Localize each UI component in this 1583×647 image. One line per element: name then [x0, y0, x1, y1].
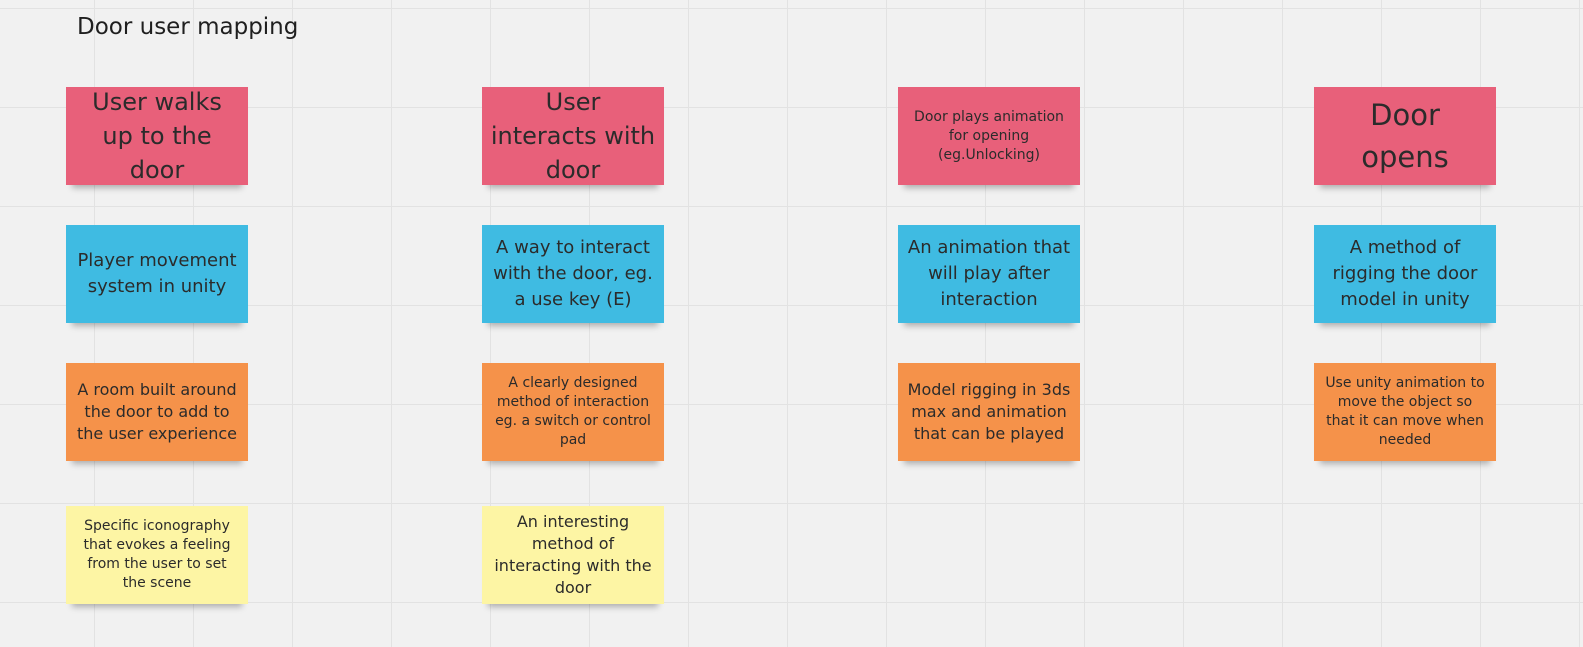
sticky-note-need-rigging[interactable]: A method of rigging the door model in un… — [1314, 225, 1496, 323]
sticky-note-design-room[interactable]: A room built around the door to add to t… — [66, 363, 248, 461]
board-title: Door user mapping — [77, 14, 299, 40]
sticky-note-text: An animation that will play after intera… — [907, 237, 1071, 310]
sticky-note-stage-walk-up[interactable]: User walks up to the door — [66, 87, 248, 185]
sticky-note-text: A clearly designed method of interaction… — [495, 375, 651, 448]
sticky-note-text: User walks up to the door — [92, 88, 222, 184]
sticky-note-need-movement[interactable]: Player movement system in unity — [66, 225, 248, 323]
sticky-note-extra-interesting-method[interactable]: An interesting method of interacting wit… — [482, 506, 664, 604]
sticky-note-extra-iconography[interactable]: Specific iconography that evokes a feeli… — [66, 506, 248, 604]
sticky-note-text: A room built around the door to add to t… — [76, 380, 237, 443]
sticky-note-stage-interact[interactable]: User interacts with door — [482, 87, 664, 185]
sticky-note-text: Model rigging in 3ds max and animation t… — [907, 380, 1071, 443]
sticky-note-text: Door plays animation for opening (eg.Unl… — [914, 108, 1064, 163]
sticky-note-text: A method of rigging the door model in un… — [1332, 237, 1478, 310]
sticky-note-design-model-rigging[interactable]: Model rigging in 3ds max and animation t… — [898, 363, 1080, 461]
sticky-note-text: An interesting method of interacting wit… — [494, 512, 652, 597]
sticky-note-stage-door-opens[interactable]: Door opens — [1314, 87, 1496, 185]
sticky-note-design-interaction-method[interactable]: A clearly designed method of interaction… — [482, 363, 664, 461]
sticky-note-text: Door opens — [1361, 98, 1449, 174]
sticky-note-need-animation[interactable]: An animation that will play after intera… — [898, 225, 1080, 323]
sticky-note-stage-animation[interactable]: Door plays animation for opening (eg.Unl… — [898, 87, 1080, 185]
sticky-note-text: User interacts with door — [490, 88, 656, 184]
sticky-note-text: A way to interact with the door, eg. a u… — [493, 237, 653, 310]
sticky-note-text: Player movement system in unity — [77, 250, 237, 297]
sticky-note-text: Use unity animation to move the object s… — [1325, 375, 1485, 448]
sticky-note-need-use-key[interactable]: A way to interact with the door, eg. a u… — [482, 225, 664, 323]
sticky-note-text: Specific iconography that evokes a feeli… — [83, 518, 231, 591]
sticky-note-design-unity-animation[interactable]: Use unity animation to move the object s… — [1314, 363, 1496, 461]
